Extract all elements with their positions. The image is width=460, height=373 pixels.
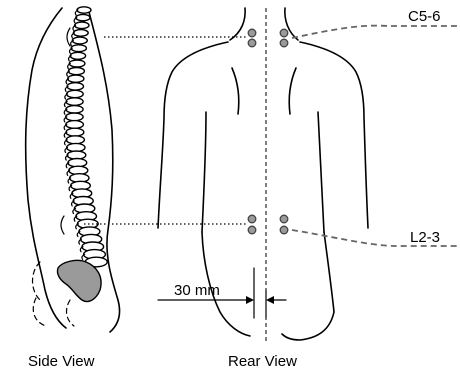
rear-right-torso-outline [300,42,368,228]
side-view-hip-curve-2 [33,298,46,326]
electrode [248,39,256,47]
vertebra [66,136,84,144]
rear-right-lower-back [282,232,334,340]
spine [64,7,107,267]
vertebra-process [66,79,69,84]
vertebra-process [64,102,67,107]
vertebra [68,68,84,75]
vertebra-process [69,56,72,61]
vertebra-process [66,155,69,160]
vertebra [67,90,84,97]
vertebra [71,45,86,52]
vertebra-process [67,71,70,76]
vertebra [68,75,84,82]
rear-left-scapula [232,68,239,114]
electrode [280,215,288,223]
vertebra-process [72,33,75,38]
electrode [280,226,288,234]
side-view-label: Side View [28,353,95,370]
electrodes-upper [248,29,288,47]
vertebra [66,128,84,136]
side-view-hip-curve-1 [33,262,41,300]
electrodes-lower [248,215,288,234]
rear-right-scapula [289,68,296,114]
vertebra [66,106,83,114]
upper-level-label: C5-6 [408,8,441,25]
vertebra [66,113,83,121]
vertebra-process [64,125,67,130]
vertebra-process [65,86,68,91]
side-view-lumbar-curve [61,216,64,234]
side-view-figure [26,7,120,332]
spacing-arrowhead-left [246,296,254,304]
vertebra-process [68,64,71,69]
vertebra [66,98,83,106]
rear-view-label: Rear View [228,353,297,370]
vertebra-process [75,10,78,15]
vertebra-process [65,94,68,99]
spacing-label: 30 mm [174,282,220,299]
vertebra [66,121,84,129]
spacing-arrowhead-right [266,296,274,304]
vertebra-process [73,25,76,30]
vertebra-process [65,148,68,153]
vertebra-process [67,170,70,175]
rear-left-torso-outline [158,42,228,228]
vertebra [69,60,85,67]
lower-level-label: L2-3 [410,229,440,246]
rear-left-arm-line [202,112,206,232]
electrode [248,215,256,223]
vertebra-process [65,140,68,145]
vertebra [73,30,88,37]
vertebra-process [64,117,67,122]
upper-level-dashed-leader [292,26,458,38]
vertebra [76,14,90,20]
vertebra [67,83,83,90]
electrode [280,39,288,47]
rear-right-arm-line [318,112,324,232]
side-view-hip-curve-3 [67,300,74,326]
electrode [248,226,256,234]
vertebra-process [64,132,67,137]
rear-neck-left [230,8,245,40]
electrode [280,29,288,37]
vertebra [72,37,87,44]
side-view-neck-curve [67,28,70,46]
side-view-back-contour [26,8,66,328]
vertebra-process [71,41,74,46]
vertebra-process [64,109,67,114]
vertebra-process [70,48,73,53]
vertebra-process [66,163,69,168]
sacrum [57,260,101,301]
vertebra [75,22,89,29]
vertebra [70,52,85,59]
electrode [248,29,256,37]
vertebra [77,7,91,13]
vertebra-process [74,18,77,23]
